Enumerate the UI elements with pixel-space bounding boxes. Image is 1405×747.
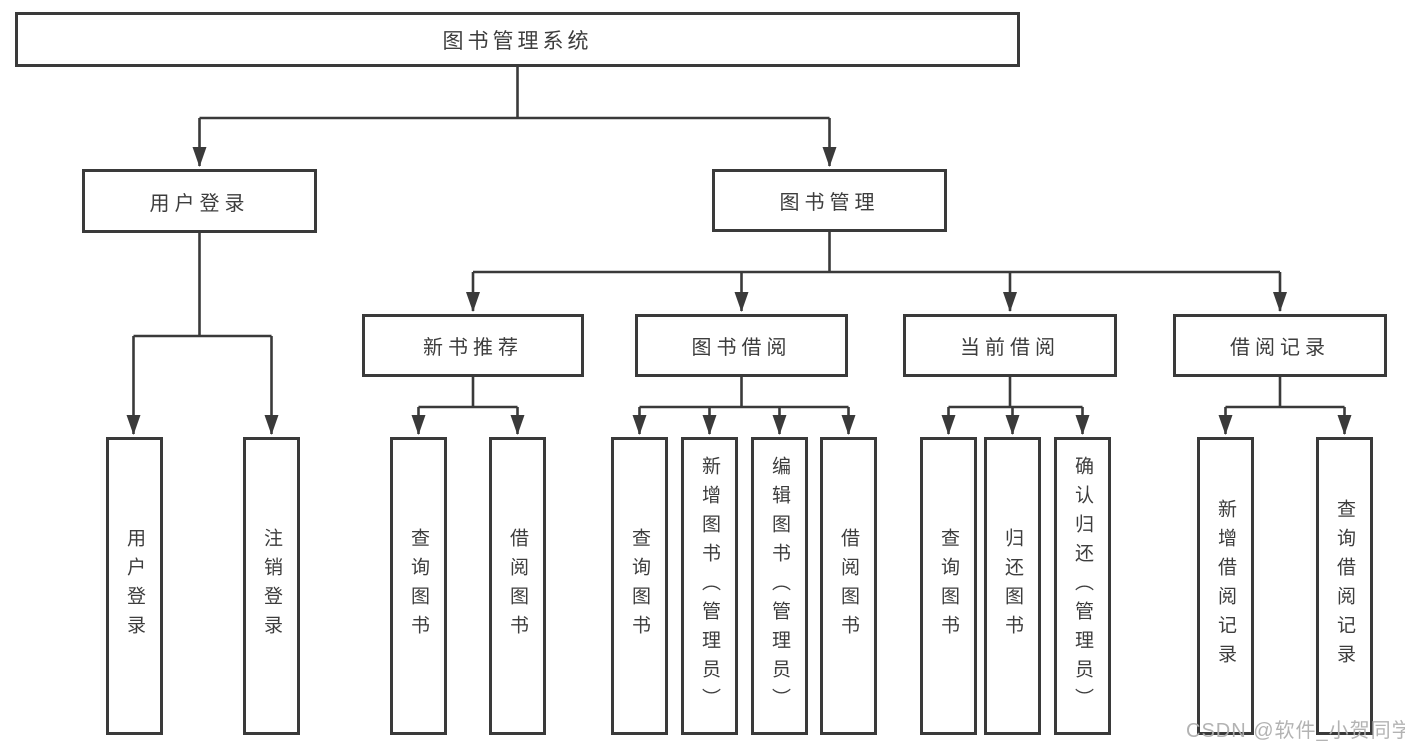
node-root-system: 图书管理系统 bbox=[15, 12, 1020, 67]
csdn-watermark: CSDN @软件_小贺同学 bbox=[1186, 720, 1405, 742]
leaf-query-books-recommend: 查询图书 bbox=[390, 437, 447, 735]
leaf-add-books-admin: 新增图书（管理员） bbox=[681, 437, 738, 735]
node-current-borrowing: 当前借阅 bbox=[903, 314, 1117, 377]
leaf-borrow-books-recommend: 借阅图书 bbox=[489, 437, 546, 735]
node-user-login: 用户登录 bbox=[82, 169, 317, 233]
leaf-edit-books-admin: 编辑图书（管理员） bbox=[751, 437, 808, 735]
leaf-borrow-books: 借阅图书 bbox=[820, 437, 877, 735]
node-book-management: 图书管理 bbox=[712, 169, 947, 232]
node-borrowing-records: 借阅记录 bbox=[1173, 314, 1387, 377]
leaf-query-books-borrow: 查询图书 bbox=[611, 437, 668, 735]
node-new-book-recommend: 新书推荐 bbox=[362, 314, 584, 377]
leaf-logout-login: 注销登录 bbox=[243, 437, 300, 735]
leaf-add-borrow-record: 新增借阅记录 bbox=[1197, 437, 1254, 735]
leaf-confirm-return-admin: 确认归还（管理员） bbox=[1054, 437, 1111, 735]
node-book-borrowing: 图书借阅 bbox=[635, 314, 848, 377]
leaf-return-books: 归还图书 bbox=[984, 437, 1041, 735]
leaf-query-borrow-record: 查询借阅记录 bbox=[1316, 437, 1373, 735]
leaf-query-books-current: 查询图书 bbox=[920, 437, 977, 735]
leaf-user-login: 用户登录 bbox=[106, 437, 163, 735]
